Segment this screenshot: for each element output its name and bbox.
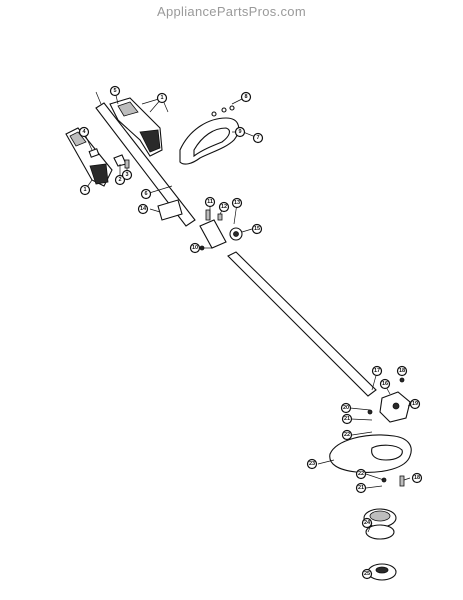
callout-15: 15	[251, 223, 263, 235]
assist-handle	[179, 105, 240, 165]
svg-text:21: 21	[358, 485, 364, 491]
svg-text:18: 18	[399, 368, 405, 374]
callout-1b: 1	[79, 184, 91, 196]
upper-shaft	[95, 91, 196, 227]
callout-21b: 21	[355, 482, 367, 494]
callout-16: 16	[379, 378, 391, 390]
svg-text:14: 14	[140, 206, 147, 212]
callout-8: 8	[240, 91, 252, 103]
callout-2: 2	[114, 174, 126, 186]
callout-6: 6	[140, 188, 152, 200]
callout-17: 17	[371, 365, 383, 377]
svg-text:7: 7	[256, 135, 259, 141]
svg-text:22: 22	[358, 471, 364, 477]
callout-20: 20	[340, 402, 352, 414]
svg-text:4: 4	[82, 129, 86, 135]
svg-text:1: 1	[83, 187, 86, 193]
svg-text:22: 22	[344, 432, 350, 438]
svg-text:11: 11	[207, 199, 213, 205]
svg-text:24: 24	[364, 520, 371, 526]
handle-housing-upper	[109, 97, 163, 157]
shaft-coupler	[199, 209, 243, 251]
svg-text:3: 3	[125, 172, 128, 178]
callout-5: 5	[109, 85, 121, 97]
svg-text:9: 9	[238, 129, 241, 135]
callout-14: 14	[137, 203, 149, 215]
svg-text:16: 16	[382, 381, 388, 387]
svg-text:2: 2	[118, 177, 121, 183]
svg-text:1: 1	[160, 95, 163, 101]
svg-text:20: 20	[343, 405, 349, 411]
svg-text:10: 10	[192, 245, 198, 251]
svg-text:6: 6	[144, 191, 147, 197]
callout-24: 24	[361, 517, 373, 529]
motor-head	[367, 377, 411, 423]
callout-18: 18	[396, 365, 408, 377]
shaft-clamp	[157, 199, 183, 221]
callout-18b: 18	[411, 472, 423, 484]
lower-shaft	[227, 251, 377, 397]
callout-7: 7	[252, 132, 264, 144]
switch-parts	[88, 148, 130, 169]
svg-text:13: 13	[234, 200, 240, 206]
svg-text:18: 18	[414, 475, 420, 481]
callout-10: 10	[189, 242, 201, 254]
svg-text:25: 25	[364, 571, 370, 577]
debris-guard	[329, 434, 412, 473]
handle-housing-left	[65, 127, 113, 187]
callout-22: 22	[341, 429, 353, 441]
callout-23: 23	[306, 458, 318, 470]
callout-12: 12	[218, 201, 230, 213]
watermark: AppliancePartsPros.com	[157, 4, 306, 19]
callout-22b: 22	[355, 468, 367, 480]
callout-3: 3	[121, 169, 133, 181]
svg-text:8: 8	[244, 94, 247, 100]
callout-25: 25	[361, 568, 373, 580]
callout-1a: 1	[156, 92, 168, 104]
callout-13: 13	[231, 197, 243, 209]
svg-text:19: 19	[412, 401, 418, 407]
callout-11: 11	[204, 196, 216, 208]
callout-4: 4	[78, 126, 90, 138]
callout-19: 19	[409, 398, 421, 410]
svg-text:17: 17	[374, 368, 380, 374]
svg-text:21: 21	[344, 416, 350, 422]
svg-text:15: 15	[254, 226, 260, 232]
leader-lines	[83, 90, 415, 575]
svg-text:23: 23	[309, 461, 315, 467]
callout-21: 21	[341, 413, 353, 425]
svg-text:12: 12	[221, 204, 227, 210]
callout-9: 9	[234, 126, 246, 138]
svg-text:5: 5	[113, 88, 116, 94]
